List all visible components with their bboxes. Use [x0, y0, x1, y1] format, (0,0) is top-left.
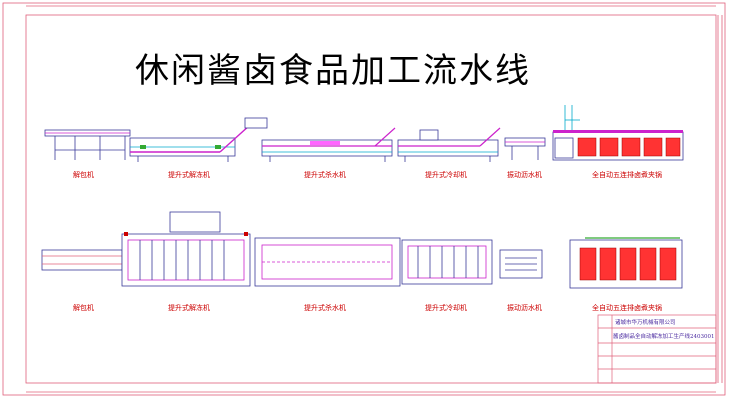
- top-label-cooler: 提升式冷却机: [425, 303, 467, 312]
- side-label-unpacker: 解包机: [73, 170, 94, 179]
- water-killer-top: [254, 237, 401, 287]
- top-label-water-killer: 提升式杀水机: [304, 303, 346, 312]
- drawing-frame: [2, 2, 726, 396]
- side-label-thawer: 提升式解冻机: [168, 170, 210, 179]
- title-block-drawing-name: 酱卤制品全自动解冻加工生产线2403001: [613, 332, 715, 340]
- side-label-drainer: 振动沥水机: [507, 170, 542, 179]
- side-view: 解包机 提升式解冻机 提升式杀水机 提升式冷却机 振动沥水机 全自动五连排卤煮夹…: [44, 105, 684, 179]
- cooler-top: [401, 239, 493, 285]
- unpacker-top: [41, 249, 123, 271]
- thawer-side: [129, 117, 268, 162]
- title-block: [597, 314, 717, 384]
- drawing-title: 休闲酱卤食品加工流水线: [135, 51, 531, 91]
- side-label-water-killer: 提升式杀水机: [304, 170, 346, 179]
- top-view: 解包机 提升式解冻机 提升式杀水机 提升式冷却机 振动沥水机 全自动五连排卤煮夹…: [41, 211, 683, 312]
- braise-pots-side: [552, 105, 684, 161]
- braise-pots-top: [569, 237, 683, 289]
- thawer-top: [121, 211, 251, 287]
- top-label-drainer: 振动沥水机: [507, 303, 542, 312]
- water-killer-side: [261, 127, 396, 162]
- title-block-company: 诸城市华万机械有限公司: [615, 318, 676, 326]
- side-label-cooler: 提升式冷却机: [425, 170, 467, 179]
- top-label-braise-pots: 全自动五连排卤煮夹锅: [592, 303, 662, 312]
- drainer-side: [504, 137, 546, 160]
- top-label-thawer: 提升式解冻机: [168, 303, 210, 312]
- side-label-braise-pots: 全自动五连排卤煮夹锅: [592, 170, 662, 179]
- top-label-unpacker: 解包机: [73, 303, 94, 312]
- unpacker-side: [44, 129, 131, 160]
- cooler-side: [397, 127, 501, 162]
- drainer-top: [499, 249, 543, 279]
